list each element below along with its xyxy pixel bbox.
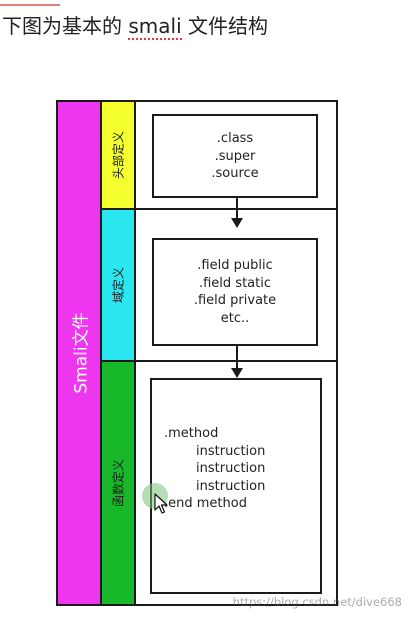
method-section: .method instruction instruction instruct… (136, 362, 336, 604)
arrow-field-to-method (231, 346, 243, 378)
field-line: etc.. (220, 310, 250, 326)
header-section: .class .super .source (136, 102, 336, 210)
field-line: .field static (198, 275, 271, 291)
arrow-header-to-field (231, 198, 243, 228)
method-line: .end method (164, 496, 247, 511)
field-section-label: 域定义 (102, 210, 136, 362)
method-section-label: 函数定义 (102, 362, 136, 604)
header-section-label: 头部定义 (102, 102, 136, 210)
page-title: 下图为基本的 smali 文件结构 (2, 12, 268, 40)
field-section: .field public .field static .field priva… (136, 210, 336, 362)
title-underline-remnant (0, 0, 60, 6)
page-title-before: 下图为基本的 (2, 14, 129, 38)
method-instruction-line: instruction (196, 478, 266, 494)
smali-structure-diagram: Smali文件 头部定义 域定义 函数定义 .class .super .sou… (56, 100, 338, 606)
field-line: .field private (193, 293, 277, 308)
method-instruction-line: instruction (196, 461, 266, 476)
header-line: .source (211, 166, 259, 181)
field-section-label-text: 域定义 (111, 266, 126, 304)
header-definition-box: .class .super .source (152, 114, 318, 198)
header-definition-lines: .class .super .source (154, 130, 316, 183)
method-line: .method (164, 426, 219, 441)
cursor-arrow-icon (154, 493, 168, 514)
smali-file-column: Smali文件 (58, 102, 102, 604)
method-definition-lines: .method instruction instruction instruct… (164, 425, 320, 513)
method-section-label-text: 函数定义 (111, 458, 126, 508)
page-title-highlight: smali (128, 14, 182, 40)
watermark: https://blog.csdn.net/dive668 (232, 595, 402, 609)
method-definition-box: .method instruction instruction instruct… (150, 378, 322, 594)
header-line: .super (214, 148, 256, 164)
page-title-after: 文件结构 (181, 14, 268, 38)
header-line: .class (216, 131, 254, 146)
field-definition-box: .field public .field static .field priva… (152, 238, 318, 346)
field-definition-lines: .field public .field static .field priva… (154, 257, 316, 327)
method-instruction-line: instruction (196, 443, 266, 459)
field-line: .field public (197, 258, 273, 273)
smali-file-label: Smali文件 (71, 312, 92, 394)
header-section-label-text: 头部定义 (111, 130, 126, 180)
